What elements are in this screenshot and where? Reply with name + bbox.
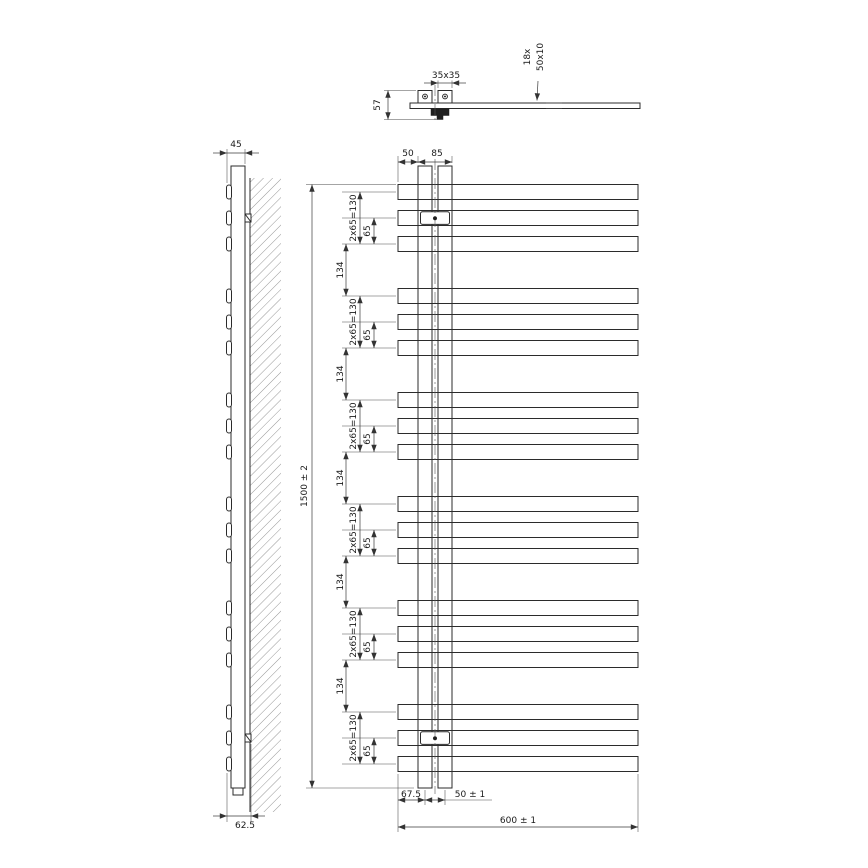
- top-view-bracket-pin: [436, 115, 444, 120]
- dim-label-bar-pitch: 65: [363, 329, 373, 340]
- dim-label-bar-pitch: 65: [363, 641, 373, 652]
- dim-label-bar-pitch: 65: [363, 745, 373, 756]
- dim-label-tube-offset: 50: [402, 149, 414, 159]
- bracket-screw-dot-bottom: [432, 736, 438, 741]
- dim-label-group-gap: 134: [336, 365, 346, 382]
- bar-group-4: [397, 496, 639, 564]
- dim-label-bracket-size: 35x35: [432, 71, 460, 81]
- dim-label-connection-spacing: 50 ± 1: [455, 790, 485, 800]
- screw-hole-left: [422, 93, 428, 100]
- bar-group-5: [397, 600, 639, 668]
- dim-label-bracket-height: 57: [373, 99, 383, 110]
- dim-label-group-gap: 134: [336, 677, 346, 694]
- collector-tube-right: [437, 165, 453, 789]
- annotation-bar-profile: 50x10: [536, 43, 546, 72]
- wall-hatch: [250, 178, 281, 812]
- dim-label-bar-pitch: 65: [363, 537, 373, 548]
- side-bar-ends-group: [226, 288, 232, 356]
- dim-label-tube-span: 85: [431, 149, 442, 159]
- bracket-screw-mark: [244, 213, 252, 223]
- top-view-bar-rail: [409, 102, 641, 109]
- bar-group-3: [397, 392, 639, 460]
- dim-label-group-span: 2x65=130: [349, 610, 359, 657]
- dim-label-group-span: 2x65=130: [349, 402, 359, 449]
- bar-group-2: [397, 288, 639, 356]
- dim-label-group-gap: 134: [336, 573, 346, 590]
- side-bar-ends-group: [226, 184, 232, 252]
- dim-label-bar-pitch: 65: [363, 225, 373, 236]
- side-bar-ends-group: [226, 704, 232, 772]
- side-bar-ends-group: [226, 496, 232, 564]
- bracket-screw-mark: [244, 733, 252, 743]
- dim-label-group-gap: 134: [336, 469, 346, 486]
- dim-label-side-depth: 45: [230, 140, 241, 150]
- dim-label-bar-pitch: 65: [363, 433, 373, 444]
- side-bottom-connection: [232, 787, 244, 796]
- side-bar-ends-group: [226, 392, 232, 460]
- dim-label-group-span: 2x65=130: [349, 506, 359, 553]
- bracket-screw-dot-top: [432, 216, 438, 221]
- dim-label-bottom-offset: 67.5: [401, 790, 421, 800]
- annotation-bar-count: 18x: [523, 48, 533, 65]
- dim-label-group-span: 2x65=130: [349, 714, 359, 761]
- front-view: [397, 159, 639, 794]
- dim-label-overall-width: 600 ± 1: [500, 816, 536, 826]
- screw-hole-right: [442, 93, 448, 100]
- dim-label-side-bottom: 62.5: [235, 821, 255, 831]
- dim-label-overall-height: 1500 ± 2: [300, 465, 310, 507]
- screw-center-dot: [444, 95, 446, 98]
- dim-label-group-gap: 134: [336, 261, 346, 278]
- front-view-dimensions: 50 85 1500 ± 2 2x65=130 2x65=130 2x65=13…: [300, 149, 639, 832]
- top-view-wall-bracket: [430, 108, 450, 116]
- side-bar-ends-group: [226, 600, 232, 668]
- side-view: 45 62.5: [213, 140, 281, 831]
- screw-center-dot: [424, 95, 426, 98]
- side-collector-tube: [230, 165, 246, 789]
- dim-label-group-span: 2x65=130: [349, 194, 359, 241]
- collector-tube-left: [417, 165, 433, 789]
- top-view: 35x35 57 18x 50x10: [373, 43, 641, 122]
- dim-label-group-span: 2x65=130: [349, 298, 359, 345]
